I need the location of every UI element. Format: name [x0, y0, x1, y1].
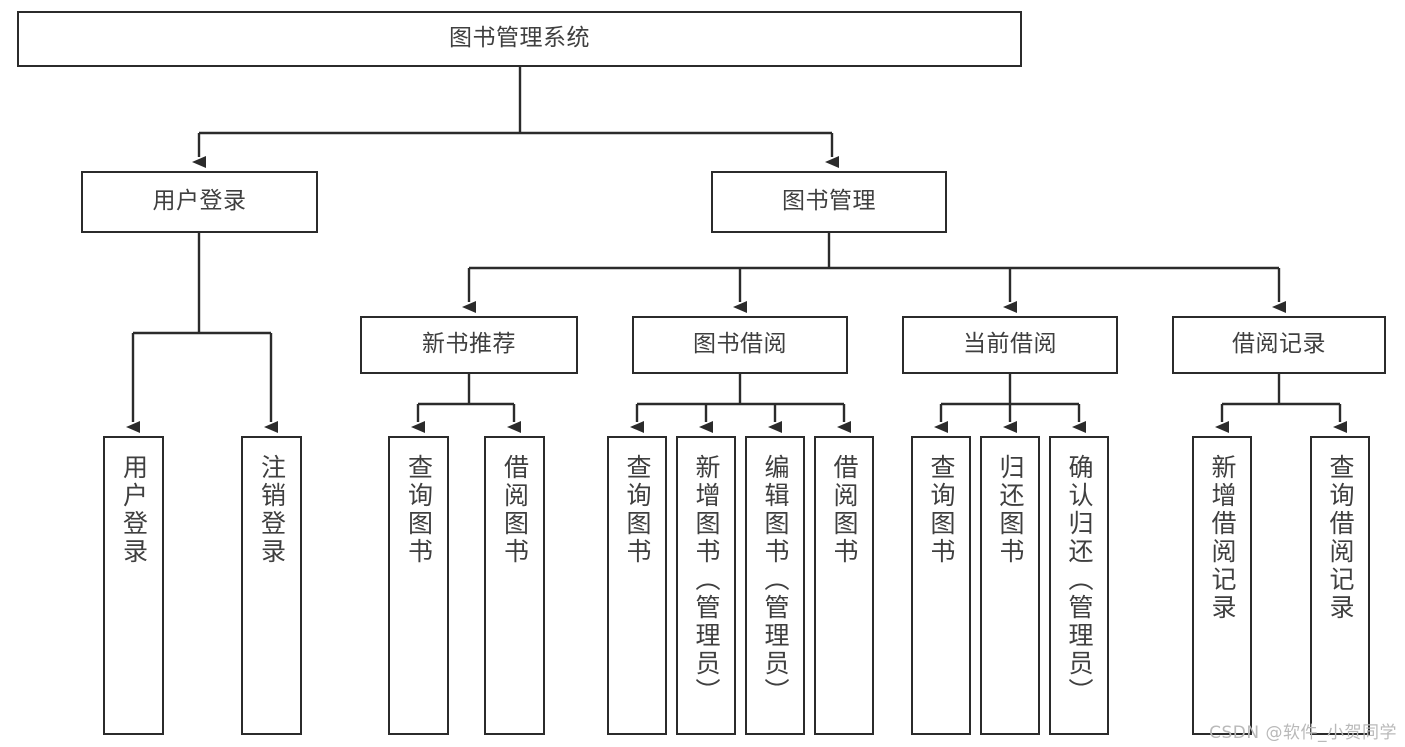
node-label: 借阅记录 — [1232, 331, 1326, 358]
leaf-user-login-logout[interactable]: 注销登录 — [241, 436, 302, 735]
leaf-current-borrow-query[interactable]: 查询图书 — [911, 436, 971, 735]
node-label: 编辑图书（管理员） — [761, 454, 790, 706]
node-label: 注销登录 — [257, 454, 287, 566]
node-label: 图书借阅 — [693, 331, 787, 358]
node-book-management[interactable]: 图书管理 — [711, 171, 947, 233]
node-label: 新增借阅记录 — [1208, 454, 1237, 622]
node-label: 确认归还（管理员） — [1065, 454, 1094, 706]
leaf-current-borrow-return[interactable]: 归还图书 — [980, 436, 1040, 735]
node-root-system[interactable]: 图书管理系统 — [17, 11, 1022, 67]
node-label: 归还图书 — [996, 454, 1025, 566]
watermark-text: CSDN @软件_小贺同学 — [1209, 723, 1397, 743]
leaf-book-borrow-query[interactable]: 查询图书 — [607, 436, 667, 735]
node-user-login[interactable]: 用户登录 — [81, 171, 318, 233]
leaf-book-borrow-add[interactable]: 新增图书（管理员） — [676, 436, 736, 735]
leaf-borrow-record-query[interactable]: 查询借阅记录 — [1310, 436, 1370, 735]
node-label: 当前借阅 — [963, 331, 1057, 358]
node-label: 新增图书（管理员） — [692, 454, 721, 706]
node-label: 用户登录 — [152, 188, 247, 215]
node-new-book-recommend[interactable]: 新书推荐 — [360, 316, 578, 374]
leaf-current-borrow-confirm-return[interactable]: 确认归还（管理员） — [1049, 436, 1109, 735]
node-current-borrow[interactable]: 当前借阅 — [902, 316, 1118, 374]
node-label: 查询图书 — [404, 454, 434, 566]
node-label: 查询借阅记录 — [1326, 454, 1355, 622]
leaf-borrow-record-add[interactable]: 新增借阅记录 — [1192, 436, 1252, 735]
node-borrow-record[interactable]: 借阅记录 — [1172, 316, 1386, 374]
node-label: 图书管理 — [782, 188, 876, 215]
node-label: 新书推荐 — [422, 331, 516, 358]
node-label: 借阅图书 — [830, 454, 859, 566]
node-label: 借阅图书 — [500, 454, 530, 566]
node-book-borrow[interactable]: 图书借阅 — [632, 316, 848, 374]
leaf-new-book-borrow[interactable]: 借阅图书 — [484, 436, 545, 735]
node-label: 用户登录 — [119, 454, 149, 566]
leaf-user-login-login[interactable]: 用户登录 — [103, 436, 164, 735]
node-label: 查询图书 — [623, 454, 652, 566]
node-label: 图书管理系统 — [449, 25, 590, 52]
node-label: 查询图书 — [927, 454, 956, 566]
leaf-new-book-query[interactable]: 查询图书 — [388, 436, 449, 735]
leaf-book-borrow-edit[interactable]: 编辑图书（管理员） — [745, 436, 805, 735]
leaf-book-borrow-borrow[interactable]: 借阅图书 — [814, 436, 874, 735]
